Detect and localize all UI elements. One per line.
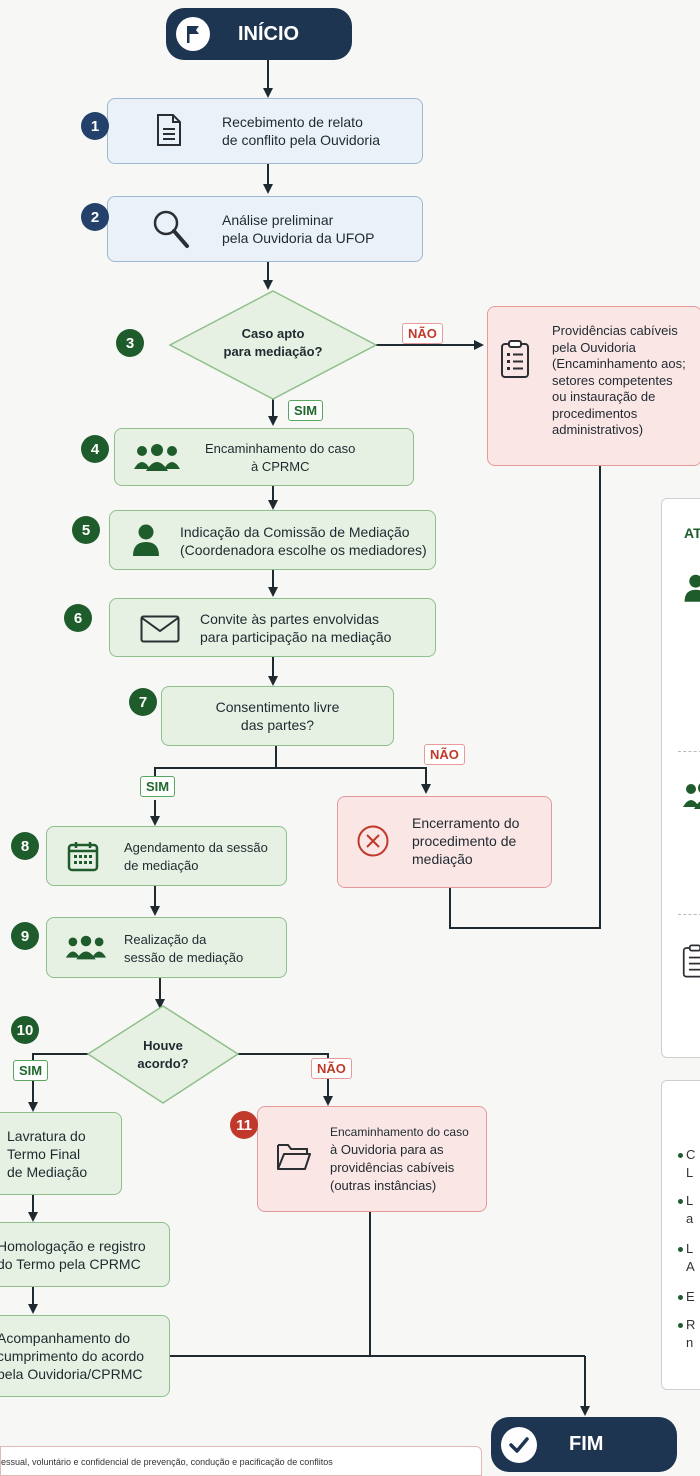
- step-2-box: Análise preliminar pela Ouvidoria da UFO…: [107, 196, 423, 262]
- step-8-box: Agendamento da sessão de mediação: [46, 826, 287, 886]
- note-1: C: [678, 1147, 695, 1162]
- start-label: INÍCIO: [238, 22, 300, 45]
- step-1-box: Recebimento de relato de conflito pela O…: [107, 98, 423, 164]
- step-number-1: 1: [81, 112, 109, 140]
- step-2-text: Análise preliminar pela Ouvidoria da UFO…: [222, 212, 375, 246]
- sim-label-3: SIM: [288, 400, 324, 421]
- encerramento-box: Encerramento do procedimento de mediação: [337, 796, 552, 888]
- note-3: L: [678, 1241, 693, 1256]
- step-7-box: Consentimento livre das partes?: [161, 686, 394, 746]
- panel-divider-1: [678, 751, 700, 752]
- note-3-cont: A: [686, 1259, 695, 1274]
- step-number-3: 3: [116, 329, 144, 357]
- group-icon-panel: [682, 781, 700, 816]
- step-number-9: 9: [11, 922, 39, 950]
- nao-label-3: NÃO: [402, 323, 443, 344]
- note-5: R: [678, 1317, 695, 1332]
- person-icon-panel: [682, 571, 700, 610]
- providencias-text: Providências cabíveis pela Ouvidoria (En…: [552, 323, 686, 437]
- step-7-text: Consentimento livre das partes?: [215, 699, 340, 733]
- lavratura-text: Lavratura do Termo Final de Mediação: [7, 1128, 88, 1180]
- side-panel-notes: C L L a L A E R n: [661, 1080, 700, 1390]
- close-circle-icon: [356, 824, 390, 863]
- decision-10-text: Houve acordo?: [137, 1038, 189, 1071]
- step-11-box: Encaminhamento do caso à Ouvidoria para …: [257, 1106, 487, 1212]
- note-2-cont: a: [686, 1211, 694, 1226]
- step-number-7: 7: [129, 688, 157, 716]
- step-number-6: 6: [64, 604, 92, 632]
- step-6-box: Convite às partes envolvidas para partic…: [109, 598, 436, 657]
- step-5-text: Indicação da Comissão de Mediação (Coord…: [180, 524, 427, 558]
- panel-divider-2: [678, 914, 700, 915]
- note-1-cont: L: [686, 1165, 694, 1180]
- clipboard-icon: [500, 339, 530, 384]
- start-pill: INÍCIO: [166, 8, 352, 60]
- homologacao-text: Homologação e registro do Termo pela CPR…: [0, 1238, 146, 1272]
- acompanhamento-text: Acompanhamento do cumprimento do acordo …: [0, 1330, 145, 1382]
- step-number-8: 8: [11, 832, 39, 860]
- sim-label-7: SIM: [140, 776, 176, 797]
- decision-3-text: Caso apto para mediação?: [223, 326, 323, 359]
- group-icon: [133, 443, 181, 478]
- clipboard-icon-panel: [682, 943, 700, 984]
- step-4-text: Encaminhamento do caso à CPRMC: [205, 441, 356, 474]
- step-number-10: 10: [11, 1016, 39, 1044]
- calendar-icon: [67, 840, 99, 877]
- encerramento-text: Encerramento do procedimento de mediação: [412, 815, 520, 867]
- group-icon-2: [65, 934, 107, 967]
- footer-note: essual, voluntário e confidencial de pre…: [0, 1446, 482, 1476]
- note-2: L: [678, 1193, 693, 1208]
- step-11-text: Encaminhamento do caso à Ouvidoria para …: [330, 1125, 469, 1193]
- homologacao-box: Homologação e registro do Termo pela CPR…: [0, 1222, 170, 1287]
- acompanhamento-box: Acompanhamento do cumprimento do acordo …: [0, 1315, 170, 1397]
- search-icon: [152, 209, 190, 254]
- check-circle-icon: [501, 1426, 537, 1463]
- step-number-2: 2: [81, 203, 109, 231]
- note-4: E: [678, 1289, 695, 1304]
- lavratura-box: Lavratura do Termo Final de Mediação: [0, 1112, 122, 1195]
- sim-label-10: SIM: [13, 1060, 49, 1081]
- side-panel-actors: AT: [661, 498, 700, 1058]
- side-panel-title: AT: [684, 525, 700, 541]
- person-icon: [132, 523, 160, 562]
- step-1-text: Recebimento de relato de conflito pela O…: [222, 114, 380, 148]
- nao-label-10: NÃO: [311, 1058, 352, 1079]
- folder-icon: [276, 1141, 312, 1176]
- nao-label-7: NÃO: [424, 744, 465, 765]
- step-9-box: Realização da sessão de mediação: [46, 917, 287, 978]
- step-number-11: 11: [230, 1111, 258, 1139]
- flag-icon: [176, 17, 210, 51]
- end-label: FIM: [569, 1433, 604, 1455]
- step-6-text: Convite às partes envolvidas para partic…: [200, 611, 392, 645]
- note-5-cont: n: [686, 1335, 694, 1350]
- step-5-box: Indicação da Comissão de Mediação (Coord…: [109, 510, 436, 570]
- step-9-text: Realização da sessão de mediação: [124, 932, 244, 965]
- step-number-4: 4: [81, 435, 109, 463]
- step-4-box: Encaminhamento do caso à CPRMC: [114, 428, 414, 486]
- providencias-box: Providências cabíveis pela Ouvidoria (En…: [487, 306, 700, 466]
- end-pill: FIM: [491, 1417, 677, 1472]
- step-number-5: 5: [72, 516, 100, 544]
- envelope-icon: [140, 615, 180, 648]
- document-icon: [156, 113, 182, 152]
- step-8-text: Agendamento da sessão de mediação: [124, 840, 268, 873]
